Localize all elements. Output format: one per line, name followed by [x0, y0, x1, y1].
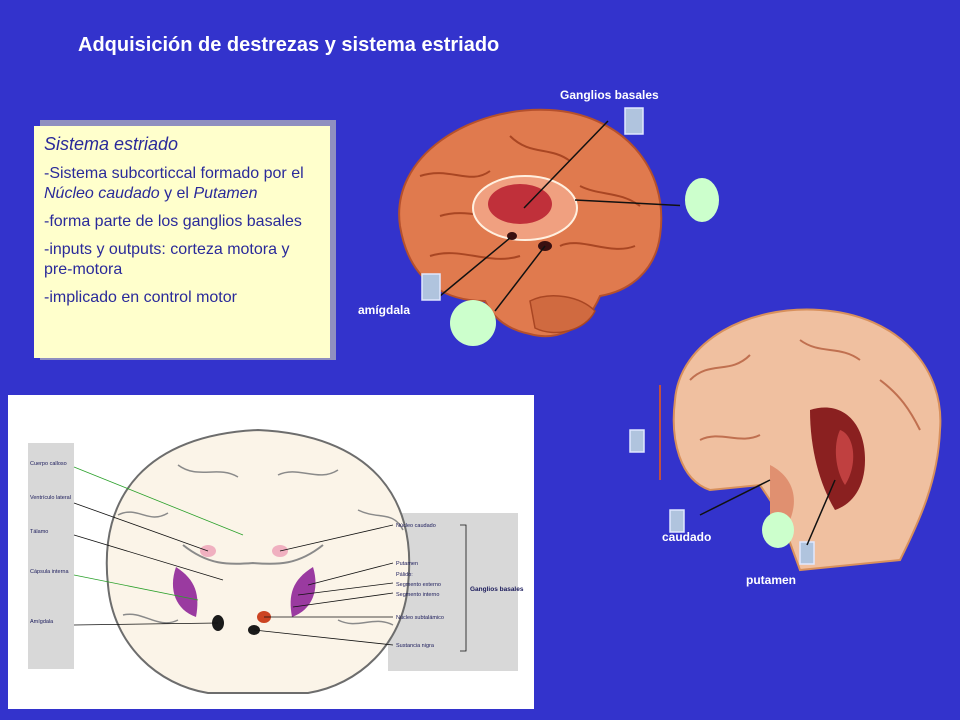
label-capsula-interna: Cápsula interna: [30, 569, 69, 575]
slide-title: Adquisición de destrezas y sistema estri…: [78, 34, 500, 56]
label-nucleo-caudado: Núcleo caudado: [396, 523, 436, 529]
coronal-section-svg: Cuerpo calloso Ventrículo lateral Tálamo…: [28, 428, 524, 694]
label-talamo: Tálamo: [30, 529, 48, 535]
striatum-textbox: Sistema estriado -Sistema subcorticcal f…: [34, 126, 330, 358]
label-nucleo-subtalamico: Núcleo subtalámico: [396, 615, 444, 621]
label-segmento-externo: Segmento externo: [396, 582, 441, 588]
textbox-line-3: -inputs y outputs: corteza motora y pre-…: [44, 241, 290, 278]
marker-circle: [762, 512, 794, 548]
label-putamen: putamen: [746, 573, 797, 587]
textbox-heading: Sistema estriado: [44, 134, 179, 154]
label-ventriculo-lateral: Ventrículo lateral: [30, 495, 71, 501]
label-caudado: caudado: [662, 530, 712, 544]
text-italic-putamen: Putamen: [193, 185, 258, 202]
label-cuerpo-calloso: Cuerpo calloso: [30, 461, 67, 467]
label-putamen-coronal: Putamen: [396, 561, 418, 567]
textbox-line-4: -implicado en control motor: [44, 289, 237, 306]
coronal-section-diagram: Cuerpo calloso Ventrículo lateral Tálamo…: [8, 395, 534, 709]
text-fragment: y el: [159, 185, 194, 202]
label-amigdala-coronal: Amígdala: [30, 619, 54, 625]
text-italic-caudate: Núcleo caudado: [44, 185, 160, 202]
label-ganglios-basales-coronal: Ganglios basales: [470, 586, 524, 593]
textbox-line-1: -Sistema subcorticcal formado por el Núc…: [44, 164, 322, 204]
textbox-line-2: -forma parte de los ganglios basales: [44, 213, 302, 230]
label-segmento-interno: Segmento interno: [396, 592, 439, 598]
label-sustancia-nigra: Sustancia nigra: [396, 643, 435, 649]
label-ganglios-basales: Ganglios basales: [560, 88, 659, 102]
label-amigdala: amígdala: [358, 303, 411, 317]
label-palido: Pálido:: [396, 572, 413, 578]
text-fragment: -Sistema subcorticcal formado por el: [44, 165, 304, 182]
marker-circle: [685, 178, 719, 222]
lateral-brain-illustration: [380, 96, 680, 346]
marker-circle: [450, 300, 496, 346]
